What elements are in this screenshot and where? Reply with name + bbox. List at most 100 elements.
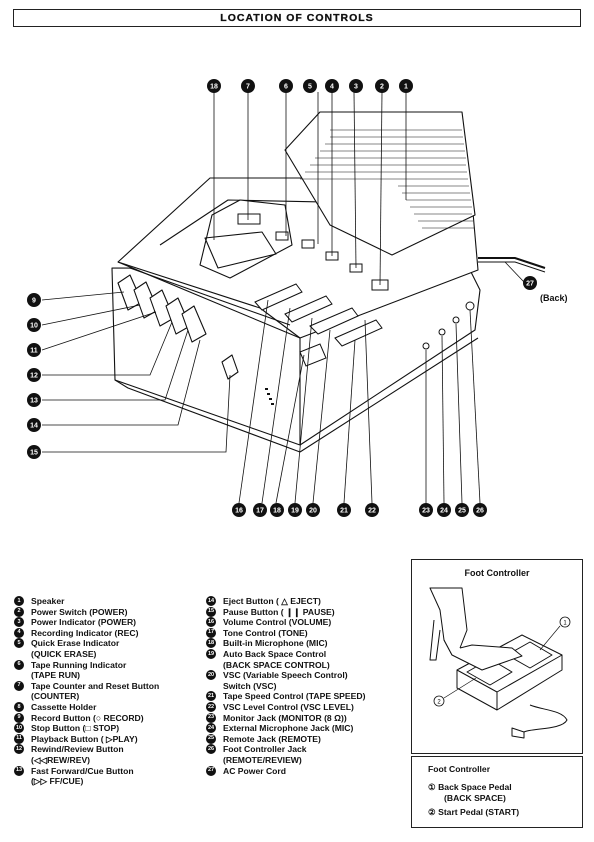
legend-number-badge: 1	[14, 596, 24, 606]
svg-text:1: 1	[404, 84, 408, 91]
tape-run-indicator	[275, 231, 289, 241]
legend-item-continuation: (QUICK ERASE)	[31, 648, 97, 659]
legend-item: 27 AC Power Cord	[206, 765, 365, 777]
legend-item-text: Pause Button ( ❙❙ PAUSE)	[223, 606, 335, 617]
svg-text:11: 11	[30, 348, 38, 355]
quick-erase-indicator	[301, 239, 315, 249]
legend-item-text: Foot Controller Jack	[223, 744, 307, 755]
legend-number-badge: 9	[14, 712, 24, 723]
legend-number-badge: 18	[206, 638, 216, 649]
svg-text:26: 26	[476, 508, 484, 515]
svg-text:27: 27	[526, 281, 534, 288]
svg-text:5: 5	[308, 84, 312, 91]
callout-20: 20	[306, 503, 320, 517]
callout-18b: 18	[270, 503, 284, 517]
legend-number-badge: 2	[14, 606, 24, 617]
svg-text:15: 15	[30, 450, 38, 457]
key-ff	[181, 305, 207, 343]
foot-controller-legend: Foot Controller ① Back Space Pedal (BACK…	[411, 756, 583, 828]
legend-item-text: External Microphone Jack (MIC)	[223, 723, 354, 734]
monitor-jack	[422, 342, 430, 350]
legend-number-badge: 27	[206, 765, 216, 776]
svg-text:12: 12	[30, 373, 38, 380]
tape-counter	[237, 213, 261, 225]
svg-text:16: 16	[235, 508, 243, 515]
callout-16: 16	[232, 503, 246, 517]
speaker-grille	[284, 111, 476, 256]
svg-text:7: 7	[246, 84, 250, 91]
legend-number-badge: 19	[206, 648, 216, 659]
callout-18: 18	[207, 79, 221, 93]
svg-text:3: 3	[354, 84, 358, 91]
legend-item-text: Built-in Microphone (MIC)	[223, 638, 328, 649]
legend-item-text: Power Indicator (POWER)	[31, 617, 137, 628]
vsc-switch	[309, 307, 359, 335]
callout-6: 6	[279, 79, 293, 93]
callout-21: 21	[337, 503, 351, 517]
page-title: LOCATION OF CONTROLS	[220, 12, 374, 24]
svg-text:4: 4	[330, 84, 334, 91]
svg-text:19: 19	[291, 508, 299, 515]
legend-item-text: Monitor Jack (MONITOR (8 Ω))	[223, 712, 347, 723]
legend-number-badge: 13	[14, 765, 24, 776]
legend-item-text: Fast Forward/Cue Button	[31, 765, 134, 776]
legend-item: 13 Fast Forward/Cue Button	[14, 765, 159, 777]
legend-item-continuation: (TAPE RUN)	[31, 670, 81, 681]
pedal-cord	[523, 704, 568, 733]
fc-legend-item-1: ① Back Space Pedal	[428, 782, 512, 792]
svg-text:6: 6	[284, 84, 288, 91]
callout-9: 9	[27, 293, 41, 307]
legend-item-text: VSC Level Control (VSC LEVEL)	[223, 701, 354, 712]
legend-item-text: Tape Counter and Reset Button	[31, 680, 160, 691]
legend-item-text: Quick Erase Indicator	[31, 638, 120, 649]
legend-number-badge: 7	[14, 680, 24, 691]
legend-number-badge: 5	[14, 638, 24, 649]
legend-item-text: AC Power Cord	[223, 765, 287, 776]
callout-24: 24	[437, 503, 451, 517]
svg-text:9: 9	[32, 298, 36, 305]
legend-item-continuation: (▷▷ FF/CUE)	[31, 776, 84, 787]
fc-legend-header: Foot Controller	[428, 764, 491, 774]
auto-back-space-dial	[299, 343, 327, 367]
callout-2: 2	[375, 79, 389, 93]
legend-number-badge: 21	[206, 691, 216, 702]
svg-text:24: 24	[440, 508, 448, 515]
legend-item-continuation: Switch (VSC)	[223, 680, 277, 691]
callout-1: 1	[399, 79, 413, 93]
legend-item-text: Tape Running Indicator	[31, 659, 127, 670]
svg-text:17: 17	[256, 508, 264, 515]
callout-14: 14	[27, 418, 41, 432]
legend-item: 18 Built-in Microphone (MIC)	[206, 638, 365, 649]
title-bar: LOCATION OF CONTROLS	[13, 9, 581, 27]
callout-15: 15	[27, 445, 41, 459]
back-label: (Back)	[540, 293, 568, 303]
legend-number-badge: 8	[14, 701, 24, 712]
callout-19: 19	[288, 503, 302, 517]
callout-27: 27	[523, 276, 537, 290]
callout-11: 11	[27, 343, 41, 357]
legend-number-badge: 4	[14, 627, 24, 638]
legend-item-text: Tape Speed Control (TAPE SPEED)	[223, 691, 366, 702]
tone-slider	[284, 295, 333, 323]
legend-item-text: Rewind/Review Button	[31, 744, 124, 755]
mic-jack	[438, 328, 446, 336]
legend-number-badge: 17	[206, 627, 216, 638]
callout-12: 12	[27, 368, 41, 382]
svg-text:20: 20	[309, 508, 317, 515]
legend-item-text: Volume Control (VOLUME)	[223, 617, 332, 628]
remote-jack	[452, 316, 460, 324]
legend-number-badge: 20	[206, 670, 216, 681]
svg-text:21: 21	[340, 508, 348, 515]
shoe	[443, 639, 523, 671]
legend-number-badge: 14	[206, 596, 216, 606]
